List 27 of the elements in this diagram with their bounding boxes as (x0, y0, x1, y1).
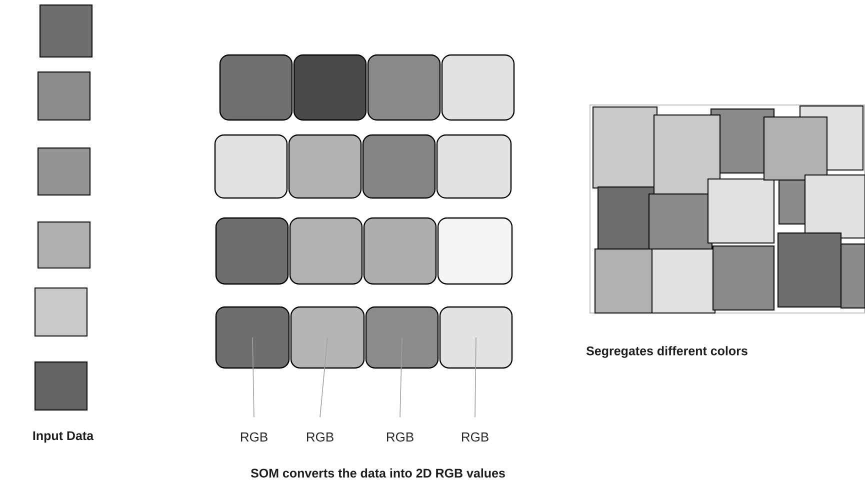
color-tile (367, 54, 441, 121)
color-tile (365, 306, 439, 369)
color-tile (215, 306, 290, 369)
caption: SOM converts the data into 2D RGB values (250, 468, 505, 478)
leader-line (320, 337, 328, 418)
color-tile (439, 306, 513, 369)
color-tile (214, 134, 288, 199)
color-tile (215, 217, 289, 285)
color-tile (289, 217, 363, 285)
color-tile (293, 54, 367, 121)
caption: Segregates different colors (586, 346, 748, 358)
color-tile (219, 54, 293, 121)
color-tile (437, 217, 513, 285)
caption: Input Data (33, 431, 94, 443)
color-tile (441, 54, 515, 121)
leader-line (474, 337, 476, 418)
color-tile (436, 134, 512, 199)
rgb-label: RGB (386, 432, 414, 442)
rgb-label: RGB (241, 432, 268, 442)
color-tile (290, 306, 365, 369)
rgb-label: RGB (462, 432, 488, 442)
color-tile (362, 134, 436, 199)
leader-line (400, 337, 402, 418)
leader-line (252, 337, 254, 418)
rgb-label: RGB (307, 432, 334, 442)
color-tile (288, 134, 362, 199)
color-tile (363, 217, 437, 285)
